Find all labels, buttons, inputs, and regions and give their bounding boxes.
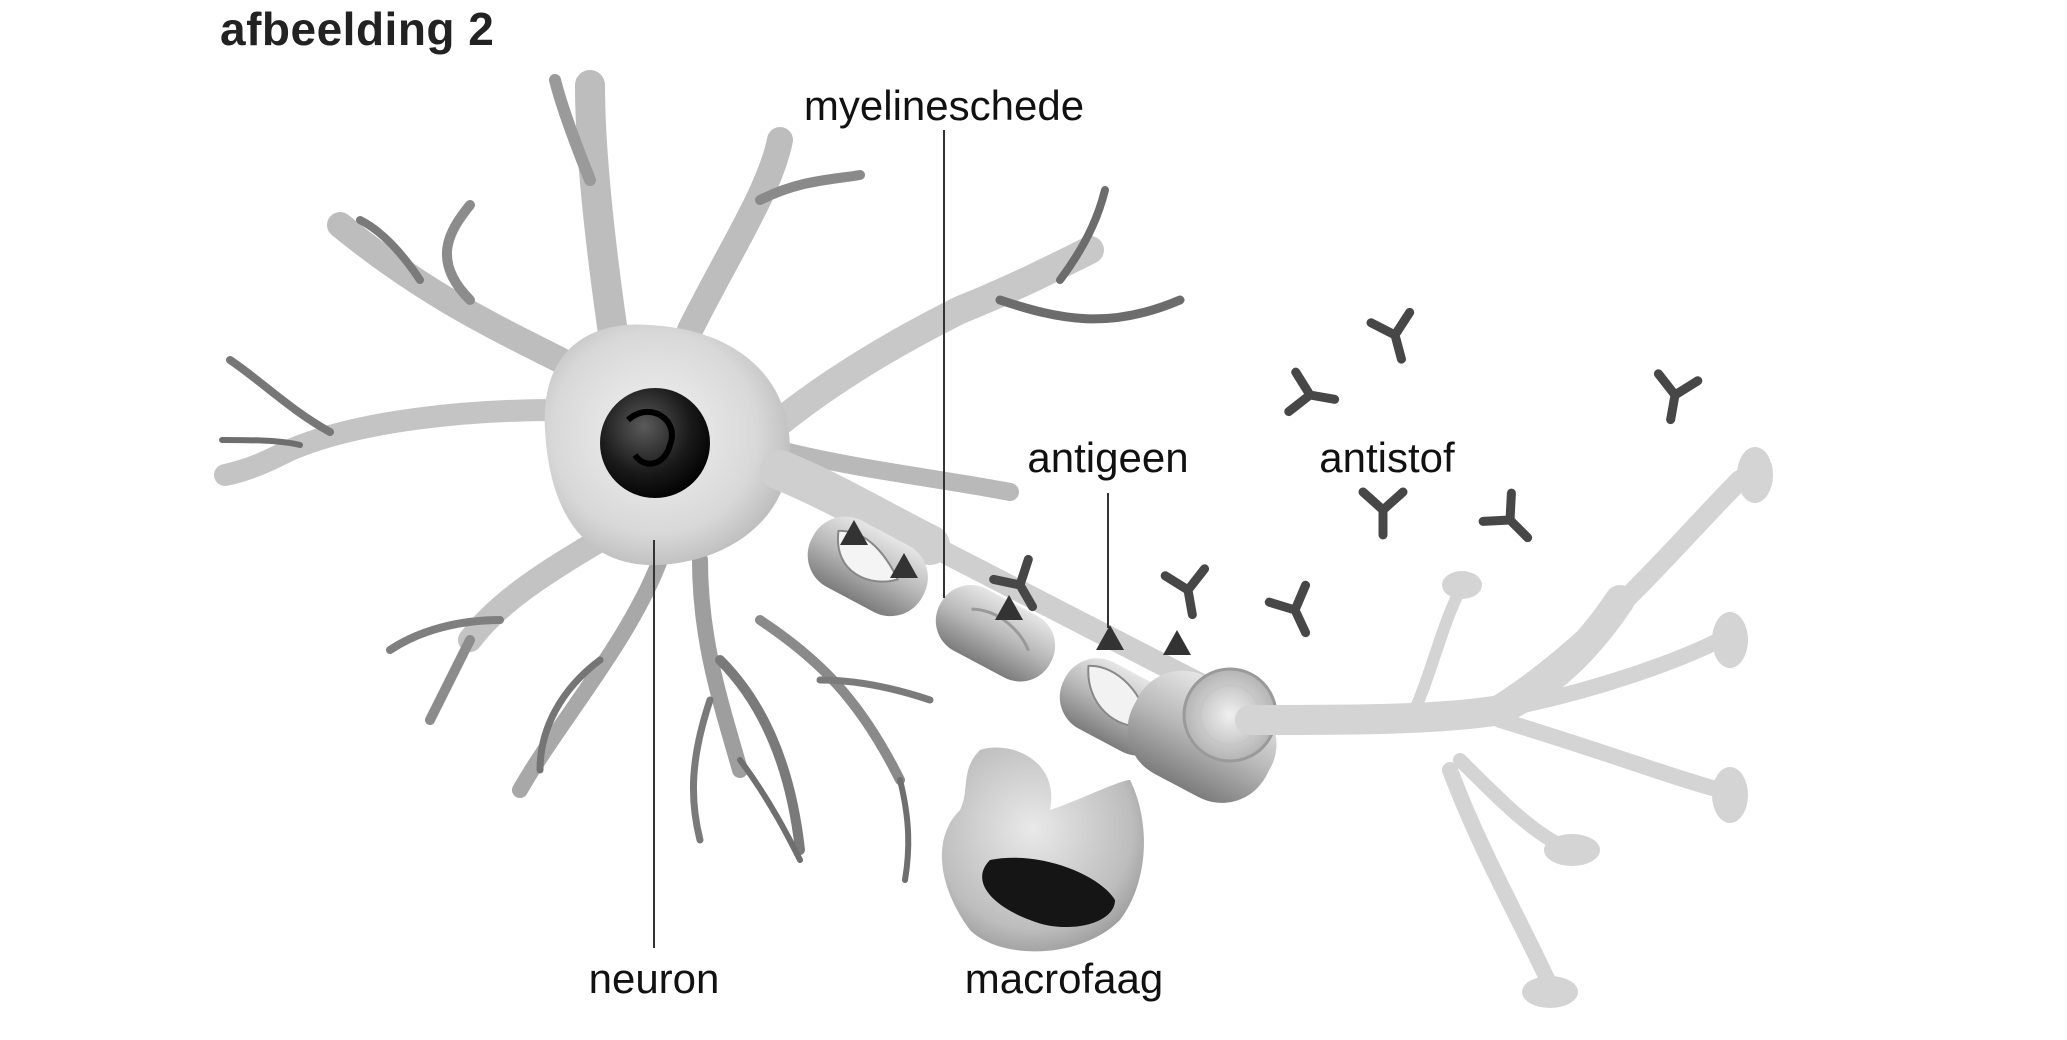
figure-title: afbeelding 2	[220, 3, 495, 55]
label-antigeen: antigeen	[1027, 434, 1188, 481]
myelin-sheath-icon	[807, 516, 1281, 803]
antibody-icon	[989, 307, 1703, 638]
label-neuron: neuron	[589, 955, 720, 1002]
antigen-icon	[840, 520, 1191, 655]
dendrites	[214, 70, 1185, 883]
label-macrofaag: macrofaag	[965, 955, 1163, 1002]
neuron-cell-icon	[544, 324, 950, 566]
axon-terminal-icon	[1235, 447, 1773, 1008]
label-lines	[653, 130, 1109, 948]
label-antistof: antistof	[1319, 434, 1455, 481]
label-myelineschede: myelineschede	[804, 82, 1084, 129]
macrophage-icon	[941, 747, 1144, 952]
